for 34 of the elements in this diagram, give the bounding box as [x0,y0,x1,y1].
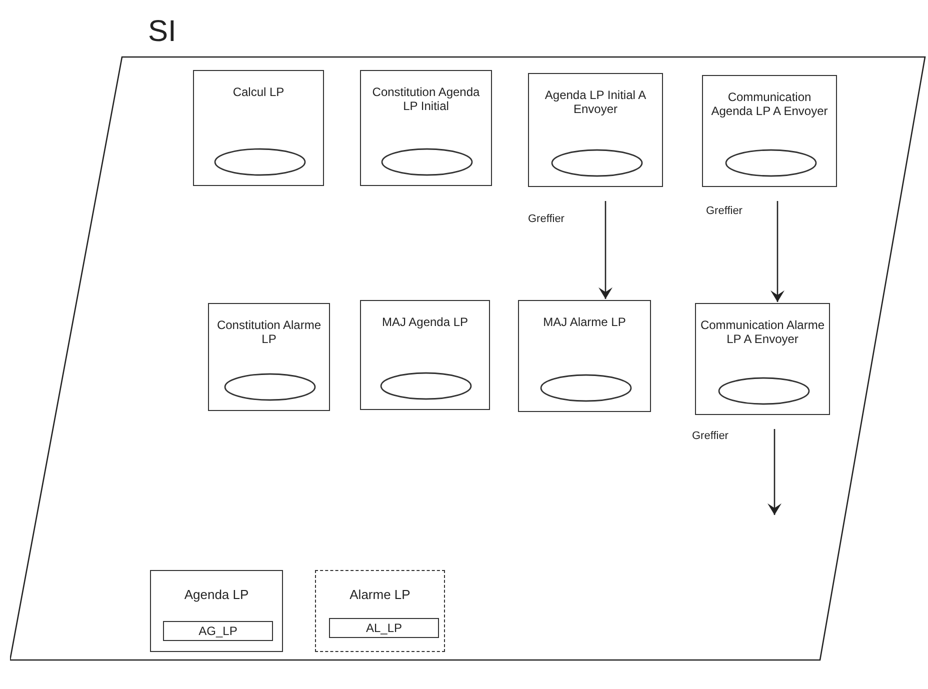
arrow [768,429,782,515]
entity-box [315,570,445,652]
process-label: Calcul LP [232,85,284,99]
process-label: Communication Alarme LP A Envoyer [700,318,825,346]
entity-label: Alarme LP [348,586,412,604]
process-box [695,303,830,415]
process-label: MAJ Agenda LP [382,315,468,329]
process-box [518,300,651,412]
process-label: Communication Agenda LP A Envoyer [710,90,829,118]
process-box [208,303,330,411]
process-box [702,75,837,187]
process-box [360,300,490,410]
process-box [528,73,663,187]
entity-label: Agenda LP [183,586,250,604]
ellipse-symbol [725,148,817,178]
ellipse-symbol [214,147,306,177]
arrow [770,201,784,302]
process-box [193,70,324,186]
ellipse-symbol [540,373,632,403]
arrow [598,201,612,299]
ellipse-symbol [718,376,810,406]
attribute-box: AG_LP [163,621,273,641]
process-label: Constitution Alarme LP [216,318,322,346]
entity-box [150,570,283,652]
system-title: SI [148,17,176,47]
attribute-box: AL_LP [329,618,439,638]
ellipse-symbol [380,371,472,401]
ellipse-symbol [224,372,316,402]
ellipse-symbol [381,147,473,177]
process-label: Constitution Agenda LP Initial [371,85,481,113]
process-box [360,70,492,186]
ellipse-symbol [551,148,643,178]
process-label: Agenda LP Initial A Envoyer [544,88,648,116]
process-label: MAJ Alarme LP [543,315,626,329]
